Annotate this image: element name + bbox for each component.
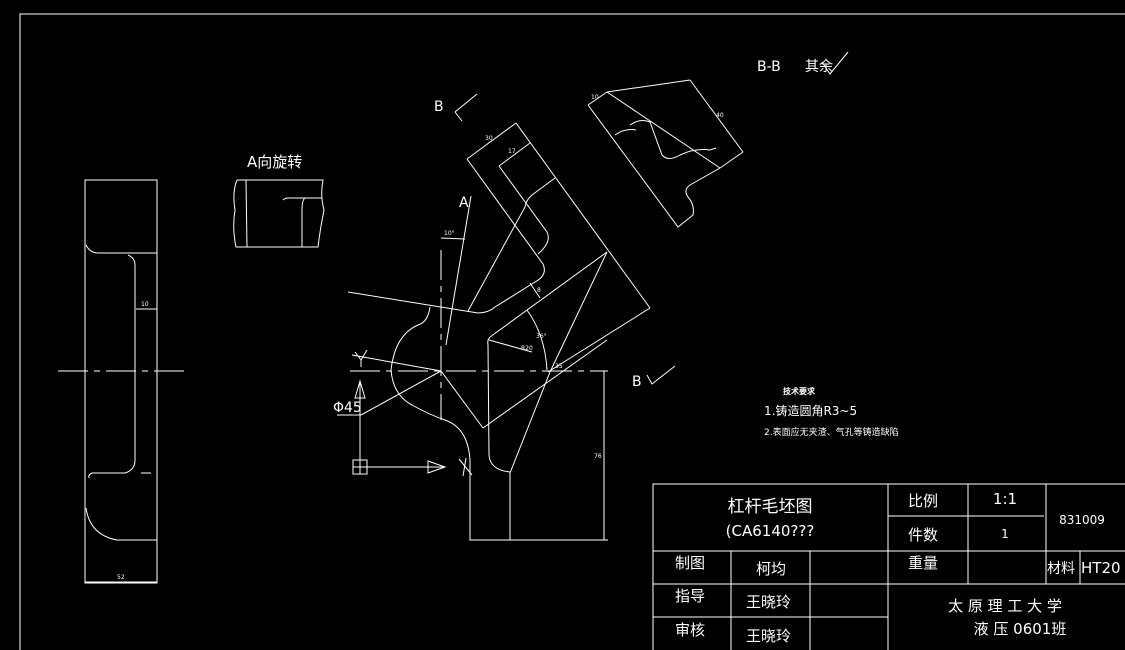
dim-angle-a: 10° <box>444 230 455 237</box>
weight-label: 重量 <box>908 554 938 572</box>
scale-label: 比例 <box>908 492 938 510</box>
drawn-by: 柯均 <box>756 560 786 578</box>
material-label: 材料 <box>1047 561 1075 577</box>
dim-section-side: 40 <box>716 112 724 119</box>
section-b-b: B-B 其余 10 40 <box>587 51 849 228</box>
scale-value: 1:1 <box>993 490 1017 508</box>
dim-top-inner: 17 <box>508 148 516 155</box>
tech-requirements: 技术要求 1.铸造圆角R3~5 2.表面应无夹渣、气孔等铸造缺陷 <box>764 386 899 438</box>
review-by: 王晓玲 <box>746 627 791 645</box>
drawing-sub: (CA6140??? <box>726 522 815 540</box>
drawing-border <box>19 13 1125 650</box>
dim-radius: R20 <box>521 345 533 352</box>
phi-label: Φ45 <box>333 400 362 416</box>
tech-title: 技术要求 <box>783 386 816 396</box>
tech-item-2: 2.表面应无夹渣、气孔等铸造缺陷 <box>764 426 899 438</box>
class-name: 液 压 0601班 <box>974 620 1067 638</box>
count-value: 1 <box>1001 527 1009 541</box>
dim-section-top: 10 <box>591 94 599 101</box>
count-label: 件数 <box>908 526 938 544</box>
drawn-label: 制图 <box>675 554 705 572</box>
dim-angle-main: 36° <box>536 333 547 340</box>
dim-left-width: 10 <box>141 301 149 308</box>
section-label: B-B <box>757 59 781 75</box>
a-view: A向旋转 <box>233 153 325 248</box>
roughness-note: 其余 <box>805 58 833 75</box>
drawing-name: 杠杆毛坯图 <box>728 497 813 517</box>
guide-by: 王晓玲 <box>746 593 791 611</box>
guide-label: 指导 <box>675 587 705 605</box>
a-view-label: A向旋转 <box>247 153 302 171</box>
marker-b-top: B <box>434 99 444 115</box>
dim-center: 35 <box>555 363 563 370</box>
review-label: 审核 <box>675 621 705 639</box>
dim-left-bottom: 52 <box>117 574 125 581</box>
title-block: 杠杆毛坯图 (CA6140??? 比例 1:1 件数 1 831009 重量 材… <box>652 483 1125 650</box>
dim-height: 76 <box>594 453 602 460</box>
marker-b-right: B <box>632 374 642 390</box>
school-name: 太 原 理 工 大 学 <box>948 597 1062 615</box>
main-view: B 30 17 8 R20 36° 35 A 10° 76 <box>333 93 676 541</box>
part-code: 831009 <box>1059 513 1105 527</box>
left-view: 10 52 <box>58 179 187 584</box>
dim-top-outer: 30 <box>485 135 493 142</box>
tech-item-1: 1.铸造圆角R3~5 <box>764 403 857 418</box>
marker-a: A <box>459 195 469 211</box>
material-value: HT20 <box>1081 559 1121 577</box>
dim-rib: 8 <box>537 287 541 294</box>
